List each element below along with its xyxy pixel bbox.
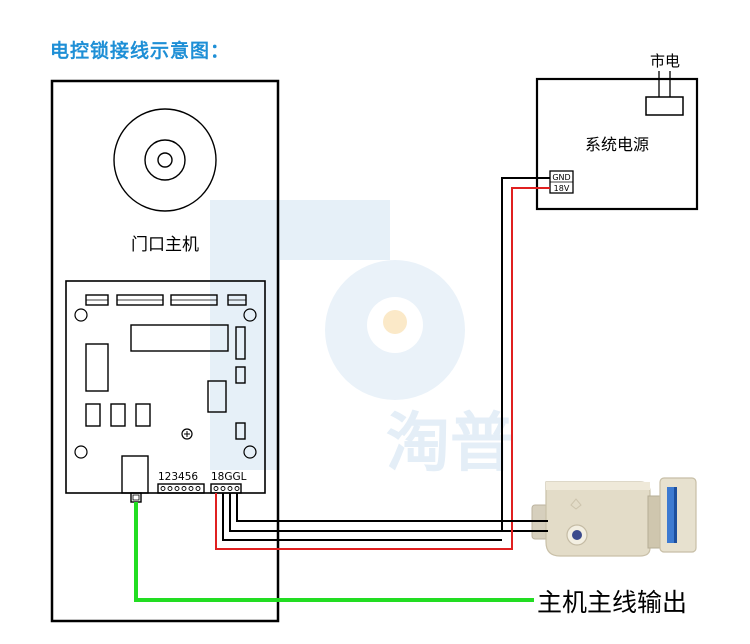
watermark-logo: 淘普 (210, 200, 514, 481)
gnd-label: GND (552, 173, 570, 182)
camera-speaker-icon (113, 108, 217, 212)
output-connector (130, 492, 142, 503)
terminal-numbers-label: 123456 (158, 471, 198, 483)
v18-label: 18V (554, 184, 570, 193)
door-unit-label: 门口主机 (131, 235, 199, 255)
door-unit-panel (50, 79, 280, 623)
circuit-board (65, 280, 266, 494)
terminal-power-label: 18GGL (211, 471, 247, 483)
main-output-wire (134, 502, 534, 602)
diagram-title: 电控锁接线示意图： (50, 40, 231, 62)
power-supply-label: 系统电源 (585, 135, 649, 154)
power-supply-box (535, 77, 699, 211)
mains-socket (645, 96, 684, 116)
mains-label: 市电 (650, 52, 680, 70)
main-output-label: 主机主线输出 (537, 588, 687, 617)
lock-signal-wire (236, 493, 548, 522)
g-wire-to-lock (229, 493, 502, 532)
positive-wire-18v (215, 187, 550, 550)
electric-lock-image (531, 477, 697, 557)
watermark-text: 淘普 (386, 407, 514, 481)
ground-wire-to-panel (222, 493, 502, 541)
gnd-wire-to-power (501, 177, 550, 532)
